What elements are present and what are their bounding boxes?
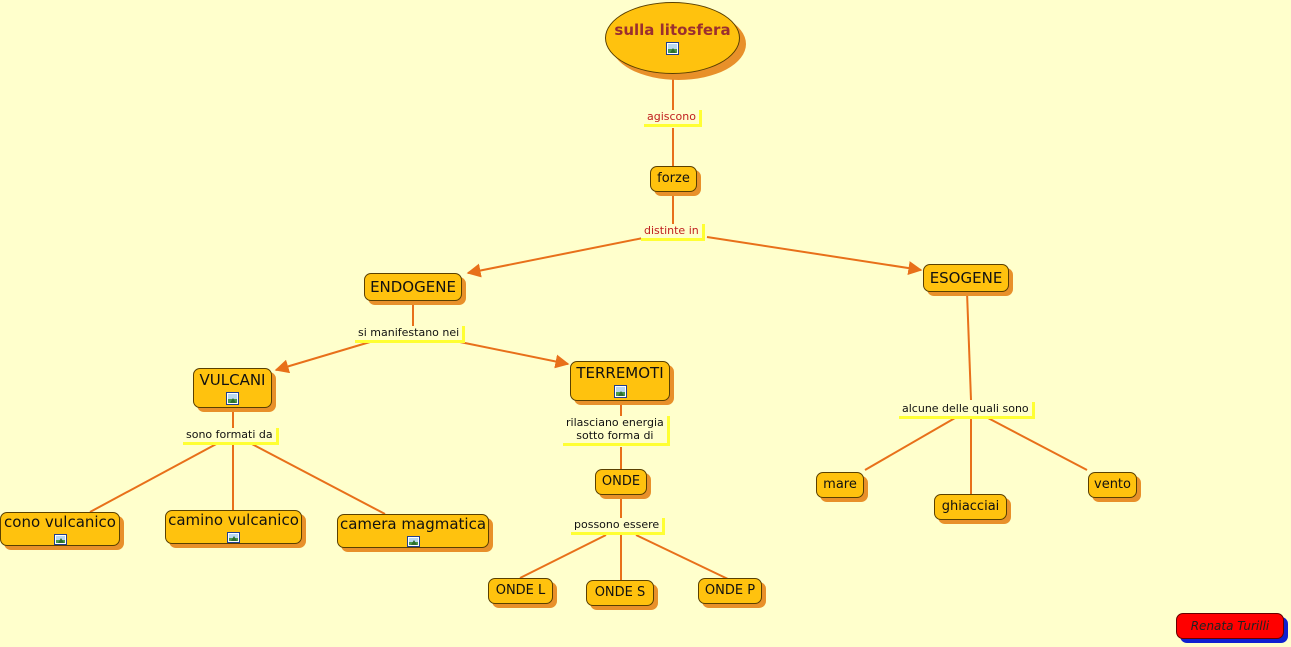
concept-vulcani-label: VULCANI bbox=[199, 371, 266, 389]
image-icon[interactable] bbox=[53, 534, 67, 545]
concept-terremoti-label: TERREMOTI bbox=[576, 364, 664, 382]
connector-arrow bbox=[466, 237, 644, 278]
link-label-distinte-in: distinte in bbox=[641, 224, 705, 242]
concept-terremoti[interactable]: TERREMOTI bbox=[570, 361, 670, 401]
concept-forze[interactable]: forze bbox=[650, 166, 697, 192]
concept-cono-vulcanico-label: cono vulcanico bbox=[4, 513, 116, 531]
concept-ghiacciai-label: ghiacciai bbox=[941, 499, 1000, 515]
concept-endogene-label: ENDOGENE bbox=[370, 278, 456, 296]
concept-mare-label: mare bbox=[823, 477, 857, 493]
concept-onde[interactable]: ONDE bbox=[595, 469, 647, 495]
concept-onde-l[interactable]: ONDE L bbox=[488, 578, 553, 604]
link-label-rilasciano-energia: rilasciano energia sotto forma di bbox=[563, 416, 670, 447]
concept-camino-vulcanico[interactable]: camino vulcanico bbox=[165, 510, 302, 544]
concept-ghiacciai[interactable]: ghiacciai bbox=[934, 494, 1007, 520]
concept-vento-label: vento bbox=[1094, 477, 1131, 493]
concept-esogene[interactable]: ESOGENE bbox=[923, 264, 1009, 292]
concept-root-label: sulla litosfera bbox=[614, 21, 731, 39]
image-icon[interactable] bbox=[613, 385, 627, 398]
link-label-rilasciano-line1: rilasciano energia bbox=[566, 416, 664, 429]
image-icon[interactable] bbox=[666, 42, 679, 55]
link-label-agiscono: agiscono bbox=[644, 110, 702, 128]
connector-line bbox=[864, 417, 956, 471]
link-label-alcune-delle-quali-sono: alcune delle quali sono bbox=[899, 402, 1035, 420]
concept-camera-magmatica-label: camera magmatica bbox=[339, 515, 487, 533]
concept-onde-p-label: ONDE P bbox=[704, 583, 756, 599]
concept-vento[interactable]: vento bbox=[1088, 472, 1137, 498]
concept-onde-l-label: ONDE L bbox=[495, 583, 546, 599]
concept-cono-vulcanico[interactable]: cono vulcanico bbox=[0, 512, 120, 546]
connector-line bbox=[966, 291, 972, 401]
concept-camino-vulcanico-label: camino vulcanico bbox=[168, 511, 299, 529]
connector-line bbox=[987, 417, 1088, 471]
concept-mare[interactable]: mare bbox=[816, 472, 864, 498]
link-label-sono-formati-da: sono formati da bbox=[183, 428, 279, 446]
connector-line bbox=[635, 534, 731, 581]
concept-endogene[interactable]: ENDOGENE bbox=[364, 273, 462, 301]
author-name: Renata Turilli bbox=[1190, 619, 1270, 633]
connector-arrow bbox=[274, 341, 371, 374]
concept-onde-s-label: ONDE S bbox=[594, 585, 646, 601]
concept-camera-magmatica[interactable]: camera magmatica bbox=[337, 514, 489, 548]
concept-root[interactable]: sulla litosfera bbox=[605, 2, 740, 74]
link-label-rilasciano-line2: sotto forma di bbox=[576, 429, 654, 443]
concept-onde-label: ONDE bbox=[601, 474, 641, 490]
connector-arrow bbox=[459, 341, 570, 369]
link-label-si-manifestano-nei: si manifestano nei bbox=[355, 326, 466, 344]
connector-line bbox=[519, 534, 607, 579]
concept-onde-s[interactable]: ONDE S bbox=[586, 580, 654, 606]
image-icon[interactable] bbox=[226, 392, 239, 405]
link-label-possono-essere: possono essere bbox=[571, 518, 666, 536]
connector-line bbox=[89, 441, 221, 513]
concept-onde-p[interactable]: ONDE P bbox=[698, 578, 762, 604]
connector-line bbox=[247, 441, 386, 515]
connector-arrow bbox=[706, 236, 923, 275]
image-icon[interactable] bbox=[406, 536, 420, 547]
image-icon[interactable] bbox=[227, 532, 240, 543]
author-badge: Renata Turilli bbox=[1176, 613, 1284, 639]
concept-vulcani[interactable]: VULCANI bbox=[193, 368, 272, 408]
concept-forze-label: forze bbox=[657, 171, 690, 187]
concept-esogene-label: ESOGENE bbox=[929, 269, 1003, 287]
